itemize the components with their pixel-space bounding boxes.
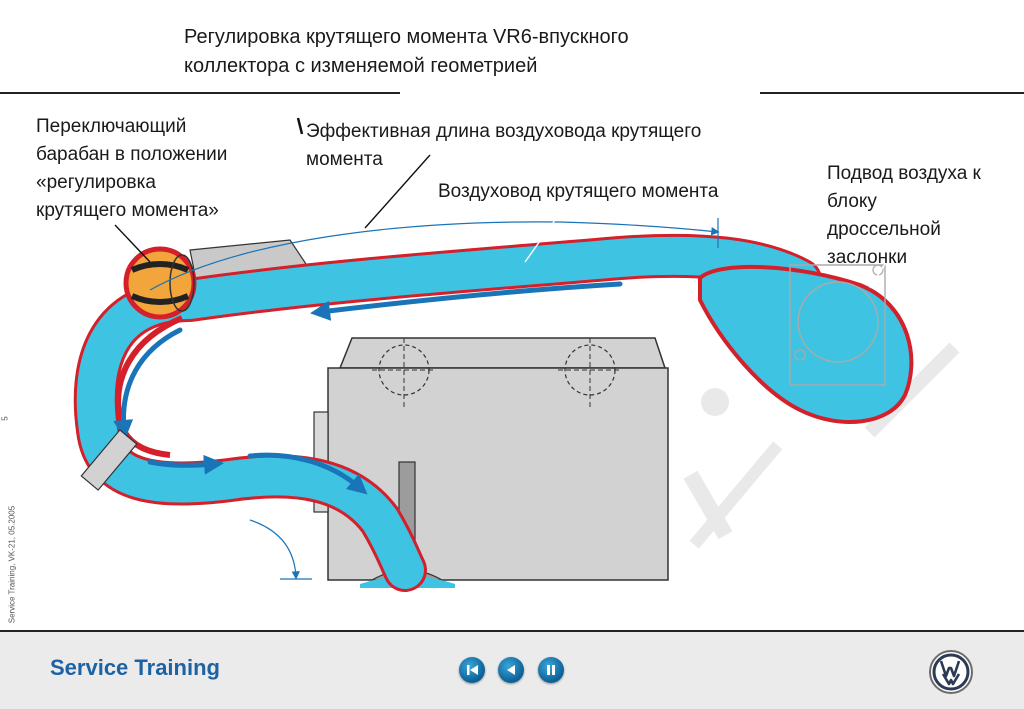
previous-icon <box>507 665 515 675</box>
sensor-stub <box>80 429 138 491</box>
effective-length-line-1: Эффективная длина воздуховода крутящего <box>306 121 702 142</box>
torque-duct <box>76 236 819 589</box>
airflow-arrows <box>113 281 623 495</box>
header-rule-right <box>760 92 1024 94</box>
effective-length-line-2: момента <box>306 149 383 170</box>
footer-brand: Service Training <box>50 655 220 680</box>
effective-length-label: Эффективная длина воздуховода крутящего … <box>306 118 701 174</box>
effective-length-line <box>149 221 720 291</box>
flange-bolt-1 <box>794 349 806 361</box>
previous-page-button[interactable] <box>498 657 524 683</box>
drum-label-line-4: крутящего момента» <box>36 200 219 221</box>
outlet-dimension-line <box>249 519 300 580</box>
duct-label: Воздуховод крутящего момента <box>438 178 718 206</box>
throttle-flange <box>789 264 886 386</box>
throttle-label: Подвод воздуха к блоку дроссельной засло… <box>827 160 981 272</box>
throttle-label-line-1: Подвод воздуха к <box>827 163 981 184</box>
title-line-1: Регулировка крутящего момента VR6-впускн… <box>184 26 629 48</box>
footer-rule <box>0 630 1024 632</box>
short-runner-outline <box>115 315 184 458</box>
drum-label-line-3: «регулировка <box>36 172 156 193</box>
drum-label-line-1: Переключающий <box>36 116 187 137</box>
throttle-label-line-3: дроссельной <box>827 219 941 240</box>
switching-drum <box>123 246 197 320</box>
throttle-label-line-2: блоку <box>827 191 877 212</box>
duct-label-text: Воздуховод крутящего момента <box>438 181 719 202</box>
first-page-icon <box>467 665 478 675</box>
vw-logo-icon <box>929 650 973 694</box>
throttle-label-line-4: заслонки <box>827 247 908 268</box>
header-rule-left <box>0 92 400 94</box>
pause-button[interactable] <box>538 657 564 683</box>
cylinder-head <box>313 337 669 581</box>
leader-lines <box>114 117 901 289</box>
pause-icon <box>547 665 555 675</box>
first-page-button[interactable] <box>459 657 485 683</box>
page-title: Регулировка крутящего момента VR6-впускн… <box>184 23 804 81</box>
title-line-2: коллектора с изменяемой геометрией <box>184 55 538 77</box>
drum-label: Переключающий барабан в положении «регул… <box>36 113 227 225</box>
throttle-bore <box>797 281 879 363</box>
drum-label-line-2: барабан в положении <box>36 144 228 165</box>
page-number: 5 <box>0 416 10 421</box>
